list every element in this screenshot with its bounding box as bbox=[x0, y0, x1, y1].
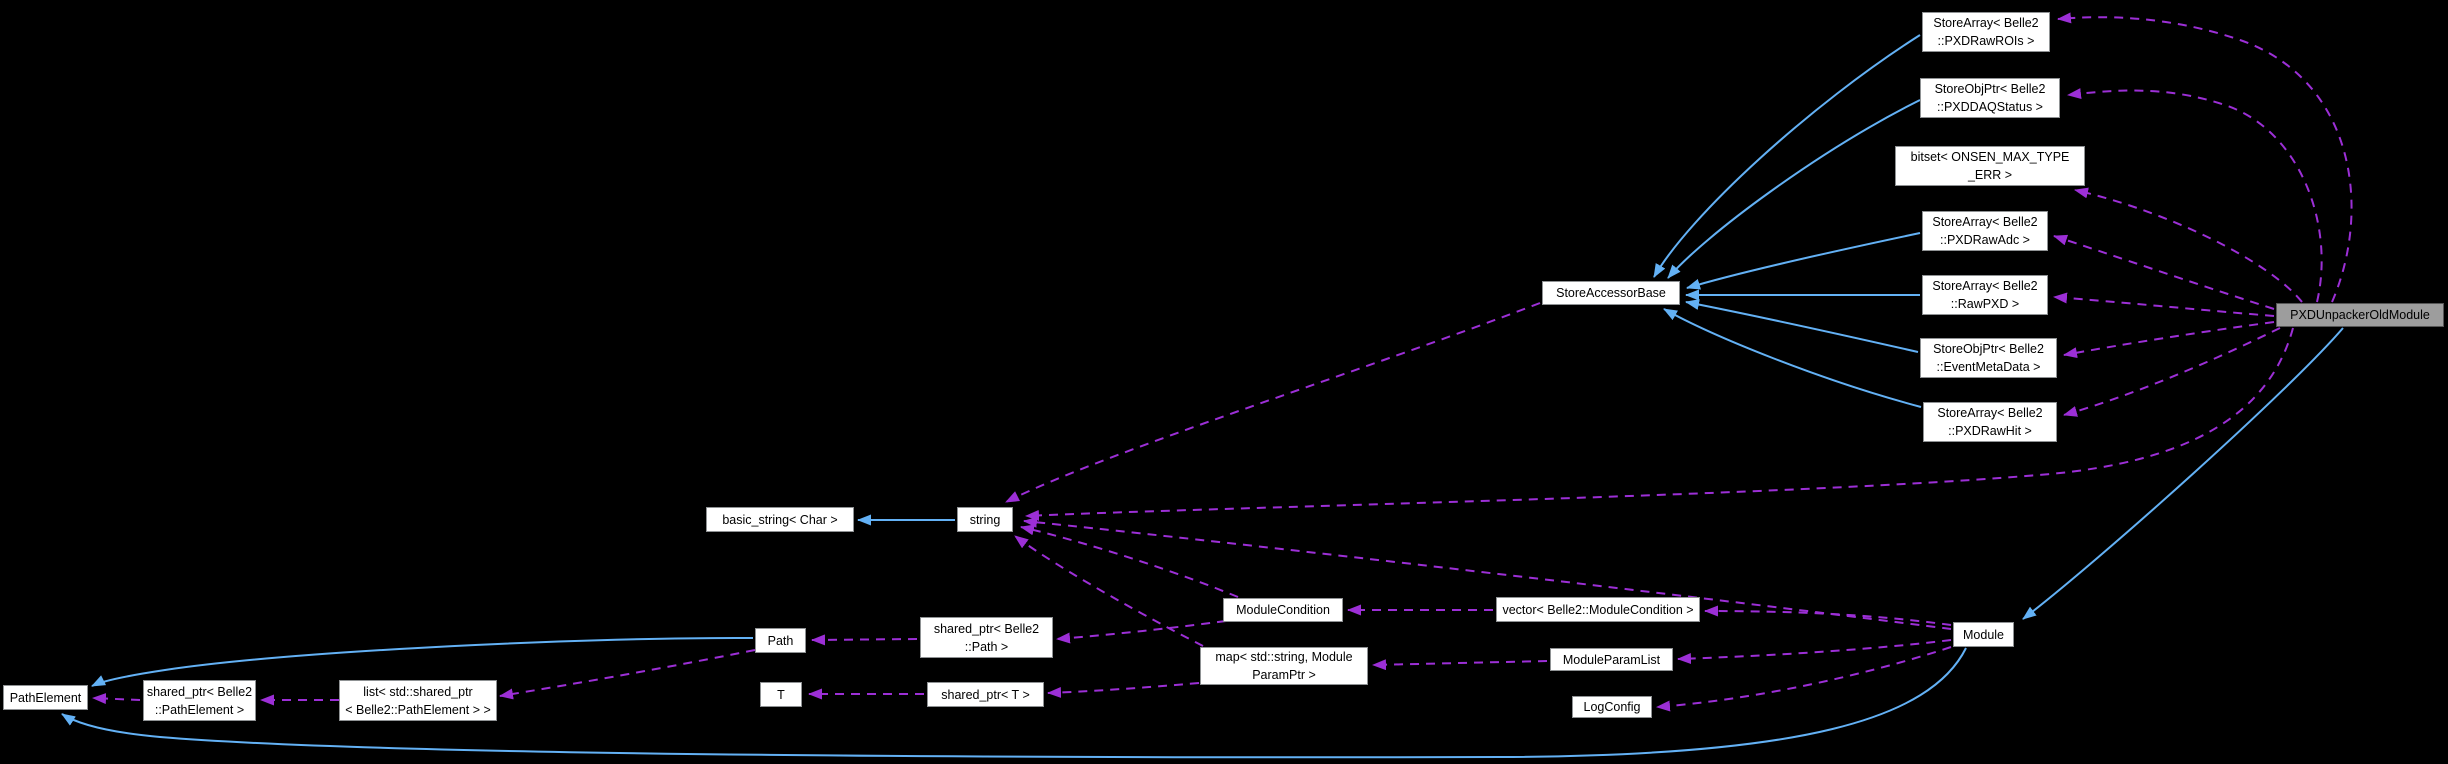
edge-module-string bbox=[1023, 516, 1952, 630]
node-storearray-pxdrawhit[interactable]: StoreArray< Belle2 ::PXDRawHit > bbox=[1923, 402, 2057, 442]
node-storeobjptr-eventmetadata[interactable]: StoreObjPtr< Belle2 ::EventMetaData > bbox=[1920, 338, 2057, 378]
node-shared-ptr-path[interactable]: shared_ptr< Belle2 ::Path > bbox=[920, 617, 1053, 658]
edge-shared-ptr-pathelement-pathelement bbox=[92, 693, 141, 705]
edge-storearray-pxdrawhit-storeaccessorbase bbox=[1663, 308, 1922, 408]
edge-map-string-moduleparamptr-string bbox=[1014, 535, 1204, 647]
edge-pxdunpackeroldmodule-storearray-rawpxd bbox=[2053, 292, 2275, 317]
node-logconfig[interactable]: LogConfig bbox=[1572, 696, 1652, 718]
node-storeaccessorbase[interactable]: StoreAccessorBase bbox=[1542, 281, 1680, 305]
edge-pxdunpackeroldmodule-storeobjptr-pxddaqstatus bbox=[2067, 88, 2323, 303]
node-basic-string-char[interactable]: basic_string< Char > bbox=[706, 507, 854, 532]
node-shared-ptr-pathelement[interactable]: shared_ptr< Belle2 ::PathElement > bbox=[143, 680, 256, 721]
node-storearray-pxdrawadc[interactable]: StoreArray< Belle2 ::PXDRawAdc > bbox=[1922, 211, 2048, 251]
edge-module-moduleparamlist bbox=[1677, 639, 1952, 665]
edge-storeobjptr-pxddaqstatus-storeaccessorbase bbox=[1667, 99, 1921, 279]
edge-pxdunpackeroldmodule-storeobjptr-eventmetadata bbox=[2063, 321, 2275, 359]
node-module[interactable]: Module bbox=[1953, 622, 2014, 647]
node-t[interactable]: T bbox=[760, 682, 802, 707]
edge-path-list-shared-ptr-pathelement bbox=[499, 649, 756, 700]
node-path[interactable]: Path bbox=[755, 628, 806, 653]
node-vector-modulecondition[interactable]: vector< Belle2::ModuleCondition > bbox=[1496, 597, 1700, 622]
edge-module-logconfig bbox=[1656, 646, 1952, 712]
node-moduleparamlist[interactable]: ModuleParamList bbox=[1550, 648, 1673, 671]
node-storearray-pxdrawrois[interactable]: StoreArray< Belle2 ::PXDRawROIs > bbox=[1922, 12, 2050, 52]
edge-pxdunpackeroldmodule-bitset-onsen-max-type-err bbox=[2074, 187, 2303, 303]
node-map-string-moduleparamptr[interactable]: map< std::string, Module ParamPtr > bbox=[1200, 647, 1368, 685]
edge-pxdunpackeroldmodule-module bbox=[2022, 327, 2344, 620]
node-storearray-rawpxd[interactable]: StoreArray< Belle2 ::RawPXD > bbox=[1922, 275, 2048, 315]
edge-shared-ptr-path-path bbox=[811, 634, 918, 646]
node-pxdunpackeroldmodule[interactable]: PXDUnpackerOldModule bbox=[2276, 303, 2444, 327]
node-shared-ptr-t[interactable]: shared_ptr< T > bbox=[927, 682, 1044, 707]
edge-pxdunpackeroldmodule-storearray-pxdrawadc bbox=[2053, 234, 2275, 310]
edge-storeobjptr-eventmetadata-storeaccessorbase bbox=[1685, 299, 1919, 353]
node-string[interactable]: string bbox=[957, 507, 1013, 532]
edge-moduleparamlist-map-string-moduleparamptr bbox=[1372, 659, 1548, 671]
edge-pxdunpackeroldmodule-string bbox=[1025, 327, 2294, 521]
edge-storearray-pxdrawadc-storeaccessorbase bbox=[1686, 232, 1921, 290]
edge-pxdunpackeroldmodule-storearray-pxdrawhit bbox=[2063, 327, 2281, 417]
node-list-shared-ptr-pathelement[interactable]: list< std::shared_ptr < Belle2::PathElem… bbox=[339, 680, 497, 721]
node-storeobjptr-pxddaqstatus[interactable]: StoreObjPtr< Belle2 ::PXDDAQStatus > bbox=[1920, 78, 2060, 118]
edge-pxdunpackeroldmodule-storearray-pxdrawrois bbox=[2057, 12, 2353, 303]
edge-path-pathelement bbox=[91, 636, 754, 687]
node-pathelement[interactable]: PathElement bbox=[3, 685, 88, 710]
edge-modulecondition-string bbox=[1020, 524, 1239, 598]
edge-map-string-moduleparamptr-shared-ptr-t bbox=[1047, 682, 1200, 698]
edge-storeaccessorbase-string bbox=[1005, 302, 1541, 503]
edge-modulecondition-shared-ptr-path bbox=[1056, 620, 1227, 644]
node-bitset-onsen-max-type-err[interactable]: bitset< ONSEN_MAX_TYPE _ERR > bbox=[1895, 146, 2085, 186]
edge-storearray-pxdrawrois-storeaccessorbase bbox=[1653, 34, 1921, 278]
edge-module-pathelement bbox=[61, 647, 1967, 759]
node-modulecondition[interactable]: ModuleCondition bbox=[1223, 598, 1343, 622]
edge-module-vector-modulecondition bbox=[1704, 605, 1952, 626]
